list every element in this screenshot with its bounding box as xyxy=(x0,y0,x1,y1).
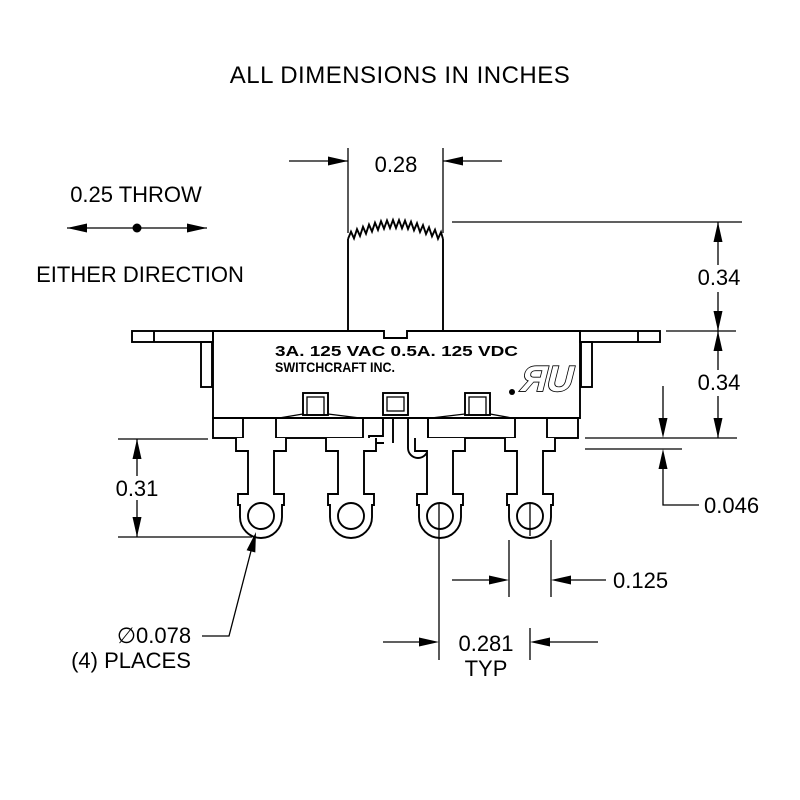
dim-028-extension-lines xyxy=(347,148,444,233)
dim-0046-arrowhead-up xyxy=(658,449,668,469)
dim-031-arrowhead-down xyxy=(132,517,142,537)
dim-034b-arrowhead-down xyxy=(713,418,723,438)
dim-0046-leader-lines xyxy=(662,386,699,506)
dim-actuator-width: 0.28 xyxy=(289,148,502,233)
registered-mark-dot xyxy=(509,389,515,395)
hole-places-label: (4) PLACES xyxy=(71,648,191,673)
dim-0281-label: 0.281 xyxy=(458,631,513,656)
dim-034a-arrowhead-down xyxy=(713,311,723,331)
base-tab-left-end xyxy=(212,417,244,439)
throw-annotation: 0.25 THROW EITHER DIRECTION xyxy=(36,182,244,287)
center-square-post xyxy=(382,392,409,416)
terminal-lug-3 xyxy=(414,437,466,539)
ul-recognized-logo: ЯU xyxy=(517,359,579,399)
dim-terminal-length: 0.31 xyxy=(116,438,252,538)
dim-0125-extension-lines xyxy=(508,540,552,597)
dim-0046-label: 0.046 xyxy=(704,493,759,518)
dim-0281-arrowhead-right xyxy=(419,637,439,647)
dim-028-arrowhead-right xyxy=(443,156,463,166)
dim-lug-width: 0.125 xyxy=(452,540,668,597)
left-bracket xyxy=(200,341,213,388)
dim-031-arrowhead-up xyxy=(132,439,142,459)
throw-arrowhead-right xyxy=(187,223,207,233)
base-tab-right-end xyxy=(546,417,579,439)
right-bracket xyxy=(580,341,593,388)
left-mounting-ear xyxy=(131,330,214,343)
dim-031-label: 0.31 xyxy=(116,476,159,501)
dim-0281-typ-label: TYP xyxy=(465,656,508,681)
right-mounting-ear xyxy=(579,330,661,343)
dim-028-label: 0.28 xyxy=(375,152,418,177)
right-reference-lines xyxy=(452,221,742,450)
housing-outline xyxy=(212,330,581,419)
throw-direction-label: EITHER DIRECTION xyxy=(36,262,244,287)
electrical-rating-text: 3A. 125 VAC 0.5A. 125 VDC xyxy=(275,343,518,360)
dim-0125-arrowhead-right xyxy=(489,575,509,585)
dim-028-arrowhead-left xyxy=(328,156,348,166)
contact-block-right-skirt xyxy=(430,413,513,419)
contact-block-left-skirt xyxy=(278,413,361,419)
dim-terminal-pitch: 0.281 TYP xyxy=(383,504,598,681)
contact-block-right-inner xyxy=(468,396,487,416)
terminal-lug-1 xyxy=(235,437,287,539)
manufacturer-text: SWITCHCRAFT INC. xyxy=(275,359,395,375)
hole-diameter-label: ∅0.078 xyxy=(117,623,191,648)
dim-031-extension-lines xyxy=(118,438,252,538)
dim-034b-arrowhead-up xyxy=(713,331,723,351)
dim-034a-label: 0.34 xyxy=(698,265,741,290)
center-square-inner xyxy=(386,396,405,412)
dim-0281-arrowhead-left xyxy=(530,637,550,647)
dim-0125-arrowhead-left xyxy=(551,575,571,585)
contact-block-left-inner xyxy=(306,396,325,416)
throw-arrowhead-left xyxy=(67,223,87,233)
contact-base-right xyxy=(427,417,516,439)
dim-right-stack: 0.34 0.34 0.046 xyxy=(452,221,759,518)
dim-0046-arrowhead-down xyxy=(658,418,668,438)
throw-value-label: 0.25 THROW xyxy=(70,182,202,207)
switch-body: 3A. 125 VAC 0.5A. 125 VDC SWITCHCRAFT IN… xyxy=(131,217,661,539)
hole-leader-line xyxy=(202,550,252,637)
dim-0281-centerlines xyxy=(438,504,531,660)
drawing-title: ALL DIMENSIONS IN INCHES xyxy=(230,62,571,89)
actuator-knurled-top xyxy=(347,217,444,242)
hole-leader-arrowhead xyxy=(246,532,256,553)
hole-diameter-callout: ∅0.078 (4) PLACES xyxy=(71,532,256,673)
contact-base-left xyxy=(275,417,364,439)
throw-center-dot xyxy=(132,223,142,233)
dim-034b-label: 0.34 xyxy=(698,370,741,395)
dim-0125-label: 0.125 xyxy=(613,568,668,593)
dim-034a-arrowhead-up xyxy=(713,222,723,242)
terminal-lug-2 xyxy=(325,437,377,539)
